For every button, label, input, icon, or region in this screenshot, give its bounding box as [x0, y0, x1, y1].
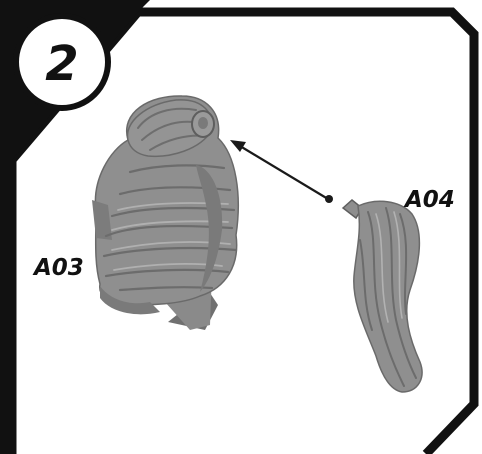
part-a04-ponytail-illustration — [343, 200, 422, 392]
step-number-badge: 2 — [16, 16, 108, 108]
step-number: 2 — [45, 36, 78, 92]
assembly-arrow — [230, 140, 333, 203]
part-label-a04: A04 — [403, 187, 455, 213]
part-a03-hair-illustration — [92, 96, 238, 330]
part-label-a03: A03 — [32, 255, 84, 281]
